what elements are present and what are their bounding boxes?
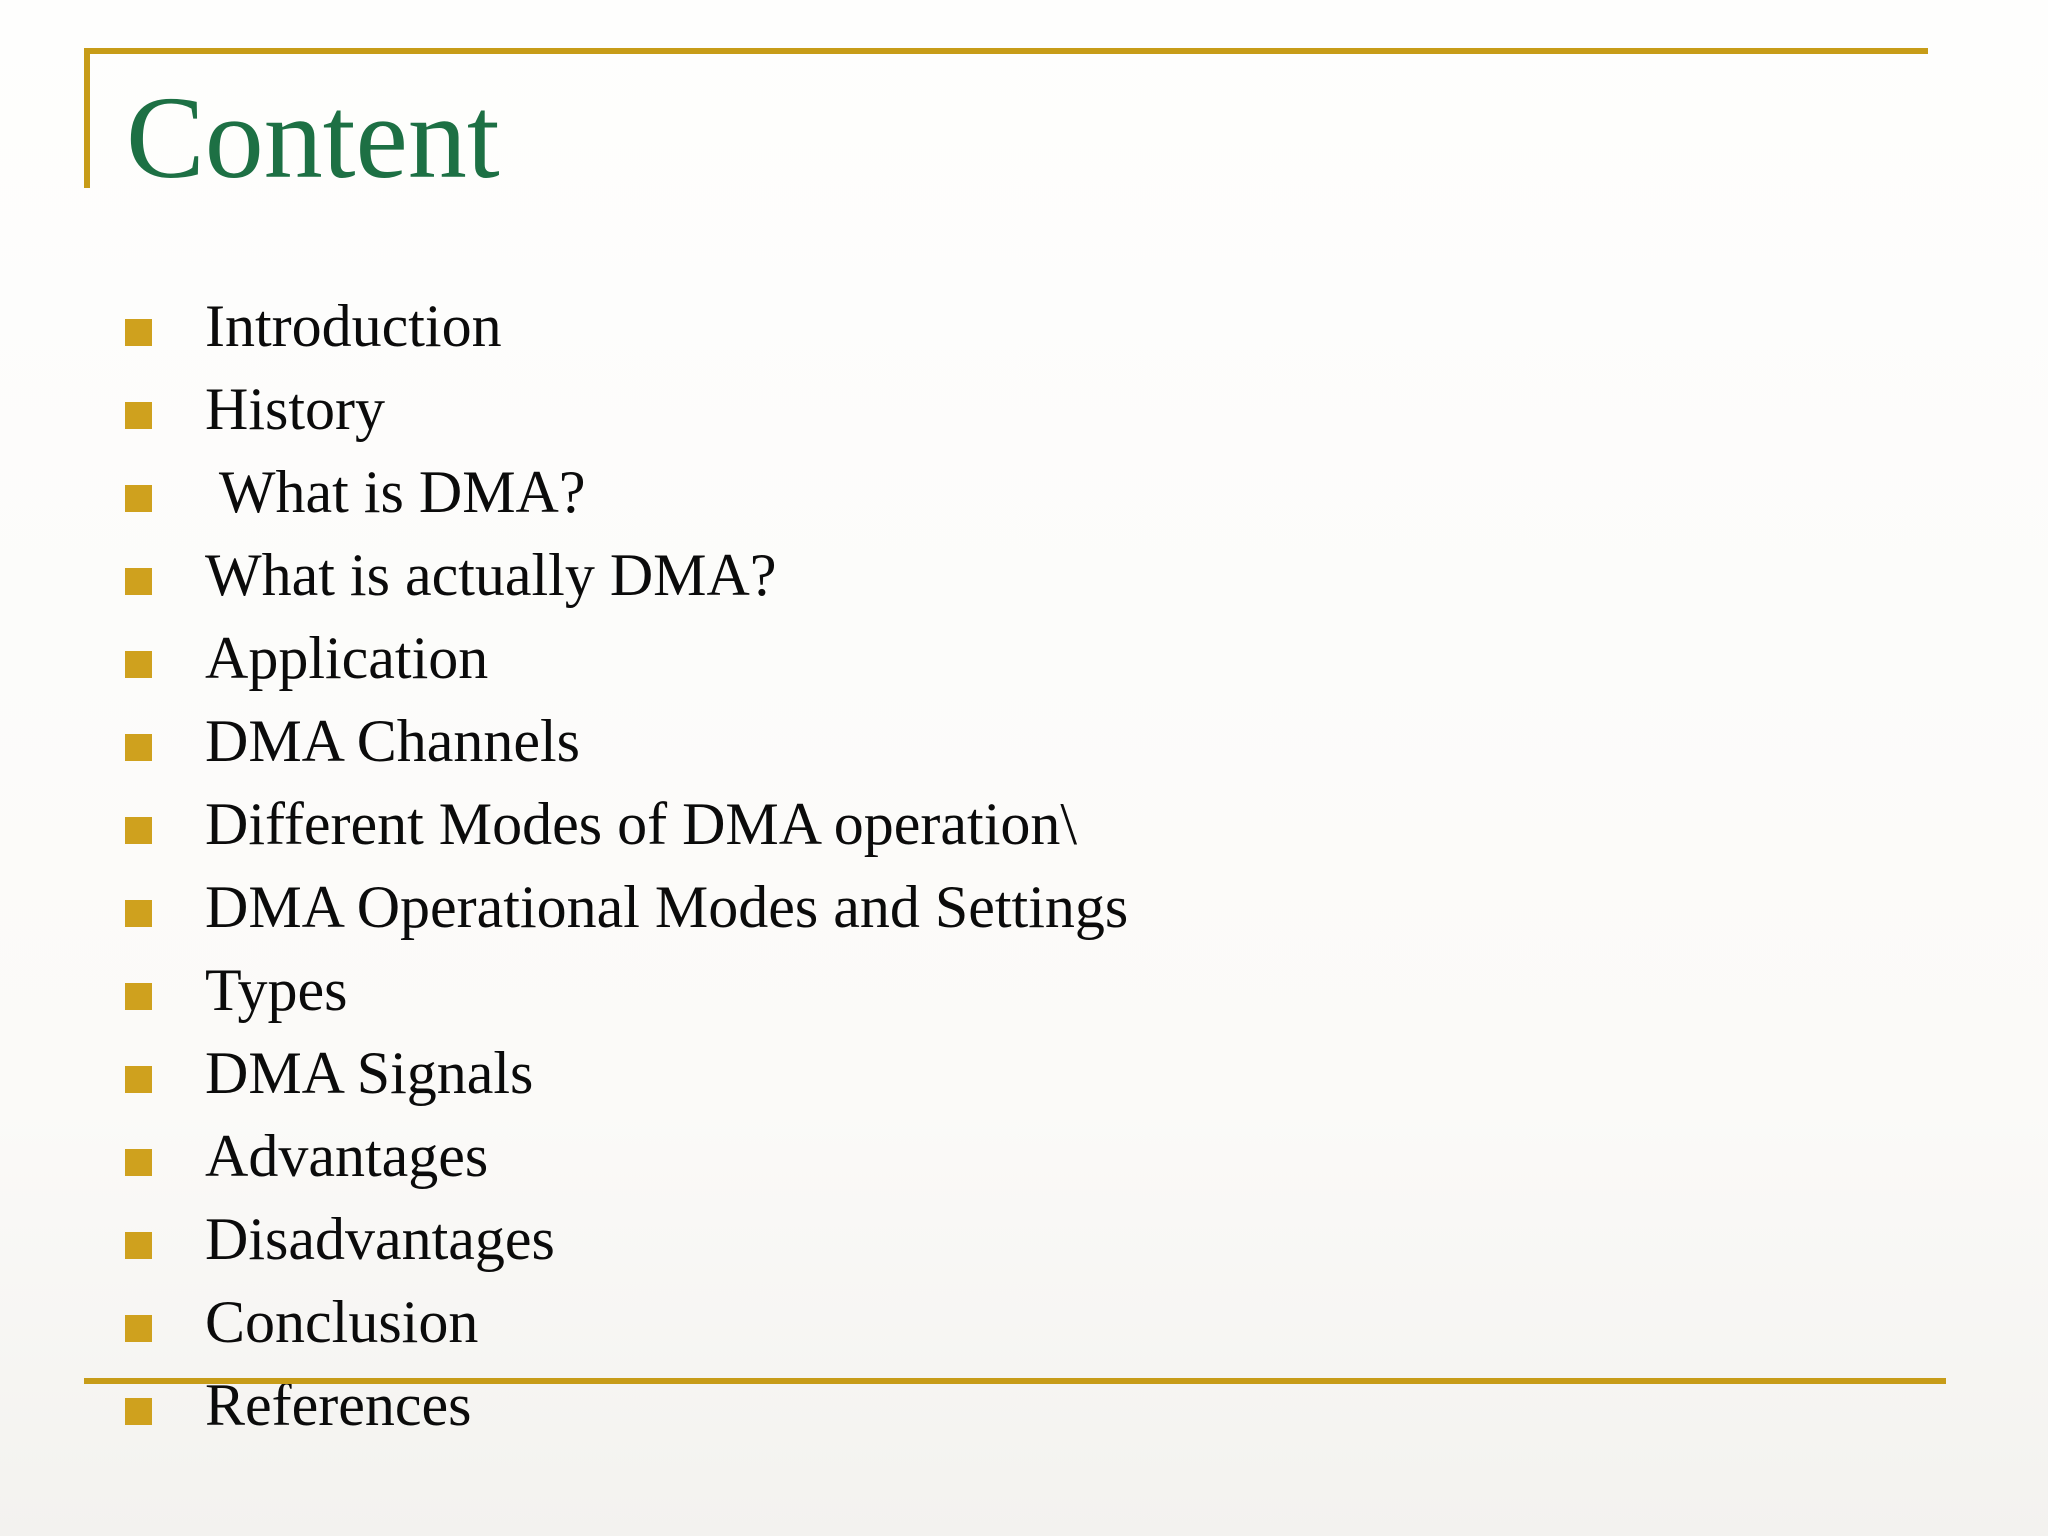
list-item-label: Application — [205, 625, 489, 691]
list-item: What is actually DMA? — [0, 534, 2048, 617]
list-item: What is DMA? — [0, 451, 2048, 534]
list-item-label: Conclusion — [205, 1289, 479, 1355]
list-item: References — [0, 1364, 2048, 1447]
bullet-square-icon — [125, 1149, 152, 1176]
list-item-label: History — [205, 376, 385, 442]
bullet-square-icon — [125, 651, 152, 678]
bullet-square-icon — [125, 1066, 152, 1093]
list-item: Disadvantages — [0, 1198, 2048, 1281]
list-item: Types — [0, 949, 2048, 1032]
list-item-label: References — [205, 1372, 472, 1438]
bullet-square-icon — [125, 900, 152, 927]
top-accent-rule — [84, 48, 1928, 54]
list-item: DMA Signals — [0, 1032, 2048, 1115]
left-accent-rule — [84, 48, 90, 188]
list-item: DMA Operational Modes and Settings — [0, 866, 2048, 949]
bullet-square-icon — [125, 568, 152, 595]
list-item-label: Disadvantages — [205, 1206, 555, 1272]
list-item: Different Modes of DMA operation\ — [0, 783, 2048, 866]
list-item-label: Introduction — [205, 293, 502, 359]
table-of-contents: Introduction History What is DMA? What i… — [0, 285, 2048, 1447]
list-item-label: DMA Signals — [205, 1040, 534, 1106]
bullet-square-icon — [125, 734, 152, 761]
list-item: History — [0, 368, 2048, 451]
bullet-square-icon — [125, 402, 152, 429]
bullet-square-icon — [125, 485, 152, 512]
list-item: Introduction — [0, 285, 2048, 368]
list-item: Conclusion — [0, 1281, 2048, 1364]
bullet-square-icon — [125, 319, 152, 346]
slide-title: Content — [126, 72, 500, 203]
list-item-label: What is actually DMA? — [205, 542, 777, 608]
bullet-square-icon — [125, 1315, 152, 1342]
list-item-label: What is DMA? — [205, 459, 586, 525]
list-item: Advantages — [0, 1115, 2048, 1198]
list-item-label: DMA Channels — [205, 708, 580, 774]
list-item: DMA Channels — [0, 700, 2048, 783]
list-item: Application — [0, 617, 2048, 700]
bullet-square-icon — [125, 1398, 152, 1425]
list-item-label: Types — [205, 957, 348, 1023]
bottom-accent-rule — [84, 1378, 1946, 1384]
list-item-label: DMA Operational Modes and Settings — [205, 874, 1129, 940]
list-item-label: Advantages — [205, 1123, 489, 1189]
list-item-label: Different Modes of DMA operation\ — [205, 791, 1078, 857]
bullet-square-icon — [125, 1232, 152, 1259]
bullet-square-icon — [125, 817, 152, 844]
bullet-square-icon — [125, 983, 152, 1010]
